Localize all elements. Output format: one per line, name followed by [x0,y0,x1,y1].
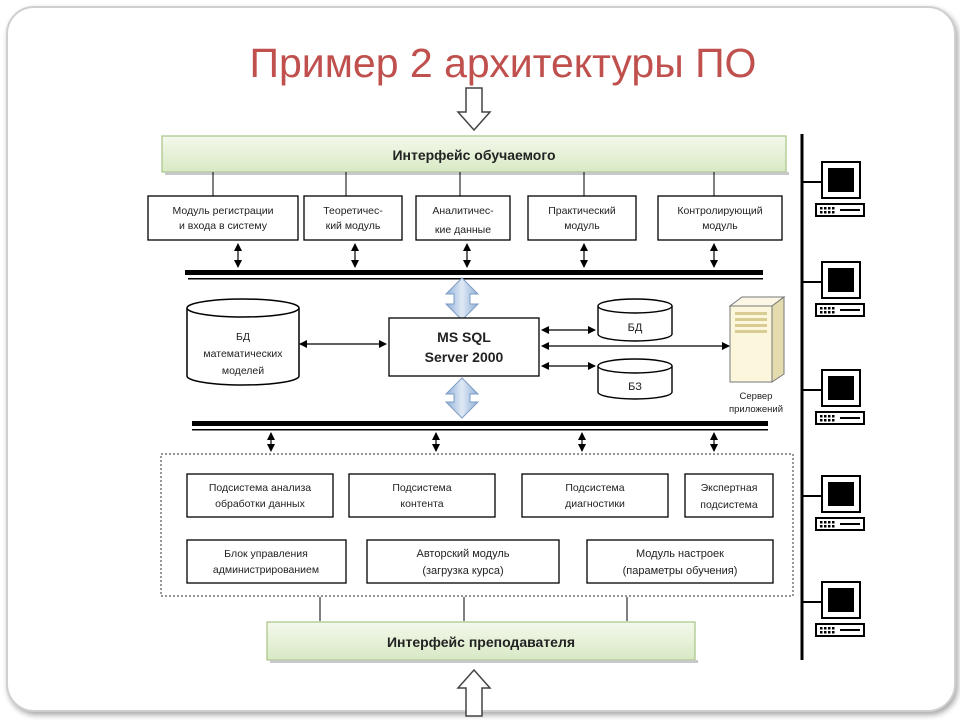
block-box: Блок управления администрированием [186,539,347,584]
subsystems-frame [160,453,794,597]
computer-icon [803,161,865,217]
svg-text:Модуль регистрации: Модуль регистрации [173,205,274,217]
svg-text:Блок управления: Блок управления [224,548,308,560]
slide-title: Пример 2 архитектуры ПО [249,40,757,86]
computer-icon [803,261,865,317]
subsystem-box: Экспертная подсистема [684,473,774,518]
svg-text:диагностики: диагностики [565,498,625,510]
teacher-interface-label: Интерфейс преподавателя [387,634,575,650]
subsystem-box: Подсистема анализа обработки данных [186,473,334,518]
client-computers [803,161,865,637]
svg-text:Теоретичес-: Теоретичес- [323,205,383,217]
module-box: Теоретичес- кий модуль [303,195,403,241]
svg-text:Подсистема: Подсистема [565,482,624,494]
subsystem-box: Подсистема диагностики [521,473,669,518]
svg-text:БЗ: БЗ [628,381,642,393]
svg-text:Модуль настроек: Модуль настроек [636,548,724,560]
teacher-connectors [319,597,628,621]
subsystem-box: Подсистема контента [348,473,496,518]
svg-text:(загрузка курса): (загрузка курса) [422,565,503,577]
svg-text:модуль: модуль [702,220,738,232]
svg-text:Подсистема: Подсистема [392,482,451,494]
lower-bus [192,421,768,431]
svg-text:обработки данных: обработки данных [215,498,305,510]
block-box: Авторский модуль (загрузка курса) [366,539,560,584]
bus-db-blue-arrow-bottom [444,377,480,419]
module-box: Практический модуль [527,195,637,241]
app-server-label: приложений [729,404,783,415]
student-interface-label: Интерфейс обучаемого [392,147,555,163]
input-arrow-top [456,87,492,132]
module-box: Контролирующий модуль [657,195,783,241]
svg-text:подсистема: подсистема [700,499,758,511]
svg-text:модуль: модуль [564,220,600,232]
svg-text:Аналитичес-: Аналитичес- [432,205,494,217]
svg-text:Практический: Практический [548,205,616,217]
svg-text:MS SQL: MS SQL [437,329,491,345]
svg-text:Экспертная: Экспертная [701,482,758,494]
lower-bus-arrows [267,432,718,452]
sql-server-box: MS SQL Server 2000 [388,317,540,377]
input-arrow-bottom [456,668,492,717]
svg-text:моделей: моделей [222,365,264,377]
module-bus-arrows [234,243,718,268]
svg-text:контента: контента [400,498,443,510]
svg-text:БД: БД [236,331,250,343]
svg-text:БД: БД [628,322,643,334]
computer-icon [803,369,865,425]
interface-connectors [212,172,715,196]
bus-db-blue-arrow-top [444,277,480,321]
svg-text:Подсистема анализа: Подсистема анализа [209,482,311,494]
module-box: Модуль регистрации и входа в систему [147,195,299,241]
svg-text:Контролирующий: Контролирующий [677,205,762,217]
block-box: Модуль настроек (параметры обучения) [586,539,774,584]
svg-text:(параметры обучения): (параметры обучения) [623,565,738,577]
upper-bus [185,270,763,280]
app-server-label: Сервер [740,391,773,402]
svg-text:Авторский модуль: Авторский модуль [416,548,509,560]
computer-icon [803,475,865,531]
teacher-interface-bar: Интерфейс преподавателя [266,621,698,663]
svg-text:Server 2000: Server 2000 [425,349,504,365]
sql-arrows [541,326,730,370]
svg-text:математических: математических [203,348,283,360]
module-box: Аналитичес- кие данные [415,195,511,241]
svg-text:кие данные: кие данные [435,224,491,236]
student-interface-bar: Интерфейс обучаемого [161,135,789,175]
svg-text:и входа в систему: и входа в систему [179,220,268,232]
server-icon [728,296,786,383]
svg-text:администрированием: администрированием [213,564,319,576]
math-db-cylinder: БД математических моделей [186,298,300,386]
svg-text:кий модуль: кий модуль [326,220,381,232]
kb-cylinder: БЗ [597,358,673,400]
computer-icon [803,581,865,637]
db-cylinder: БД [597,298,673,342]
